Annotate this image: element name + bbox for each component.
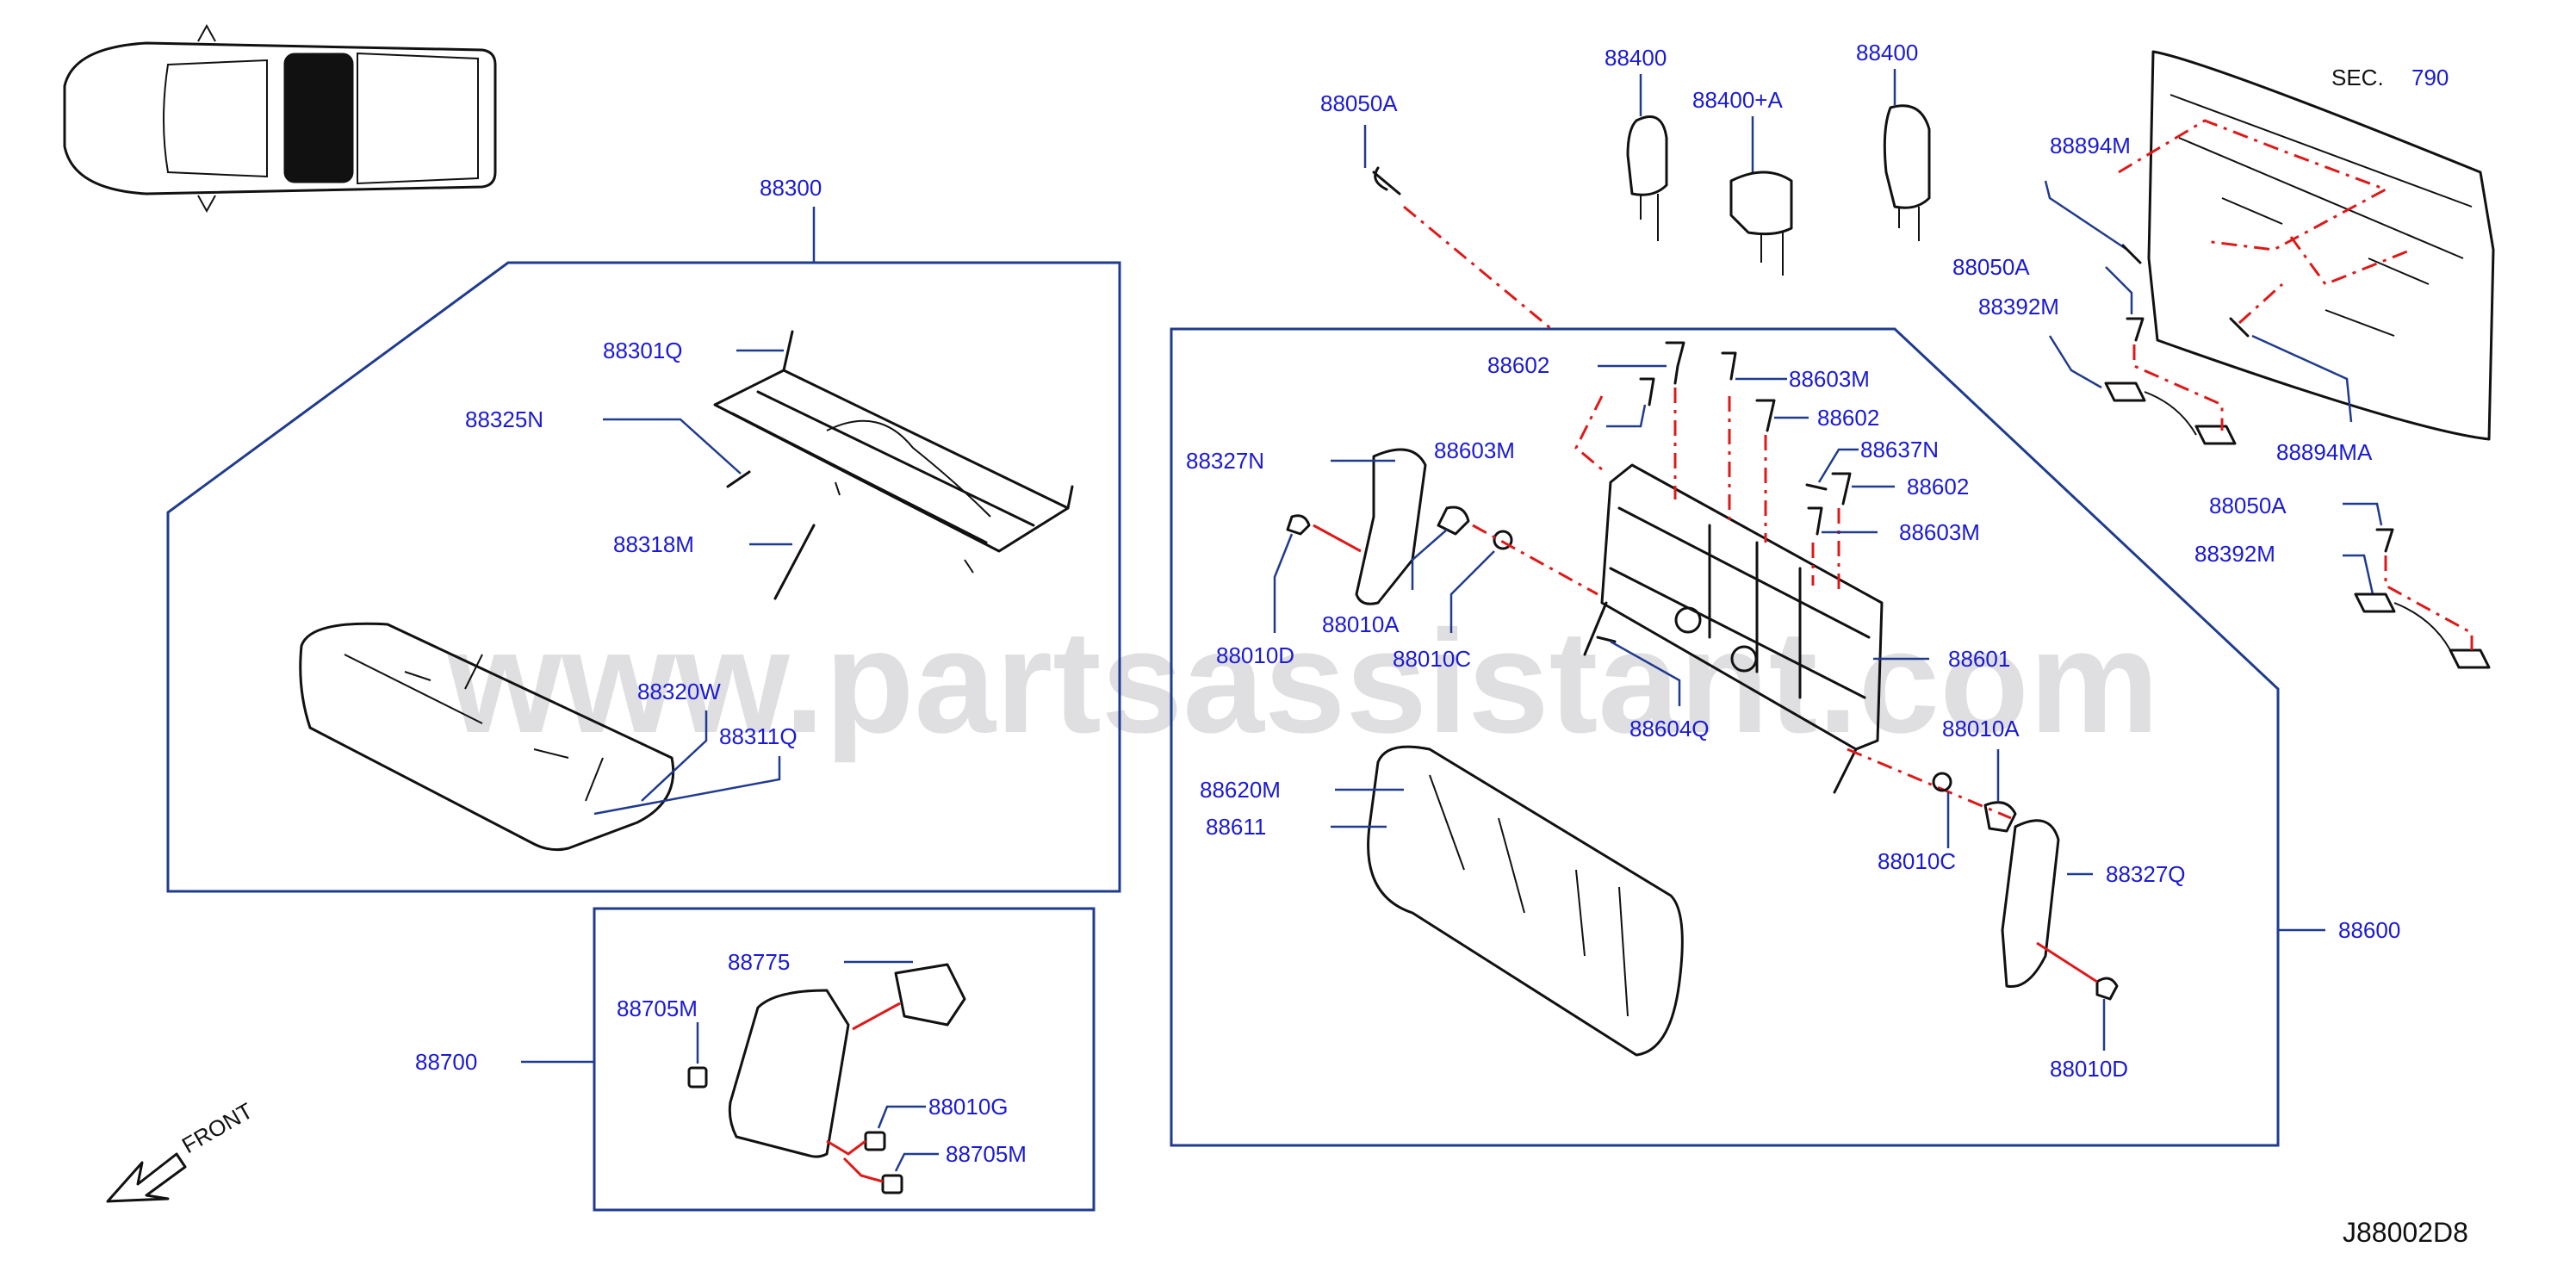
label-88300: 88300 [760, 175, 822, 201]
label-88620M: 88620M [1200, 777, 1281, 803]
side-cover-88327Q-part [2001, 819, 2060, 989]
label-88400-b: 88400 [1856, 40, 1918, 65]
label-88327Q: 88327Q [2106, 861, 2186, 887]
label-88050A-b: 88050A [1952, 254, 2030, 280]
anchor-88392M-b-part [2354, 592, 2491, 669]
label-88602-c: 88602 [1907, 474, 1969, 499]
label-88611: 88611 [1206, 814, 1266, 840]
clip-88602-b-part [1755, 399, 1776, 432]
rear-panel-area: SEC. 790 88894M 88050A 88392M 88894MA 88… [1952, 50, 2495, 669]
side-cover-88327N-part [1355, 448, 1427, 605]
bolt-88894MA-part [2229, 317, 2250, 338]
armrest-part [728, 989, 850, 1158]
anchor-88392M-a-part [2104, 382, 2237, 445]
cap-88705M-a-part [687, 1066, 708, 1089]
label-88775: 88775 [728, 949, 790, 975]
label-88050A-a: 88050A [1320, 90, 1398, 116]
label-88010D-b: 88010D [2050, 1056, 2128, 1082]
label-88010C-b: 88010C [1878, 848, 1956, 874]
front-label: FRONT [177, 1097, 258, 1158]
group-88300: 88300 88301Q 88325N 88318M 88320W 88311Q [166, 175, 1121, 893]
label-88010G: 88010G [928, 1094, 1009, 1120]
label-88637N: 88637N [1860, 437, 1939, 462]
diagram-code: J88002D8 [2343, 1217, 2468, 1248]
bolt-88050A-b-part [2126, 317, 2145, 342]
headrest-88400-a-part [1626, 115, 1668, 196]
label-88400A: 88400+A [1692, 87, 1783, 113]
bolt-88050A-a-part [1372, 166, 1401, 195]
label-88392M-b: 88392M [2194, 541, 2275, 567]
label-88010D-a: 88010D [1216, 642, 1294, 668]
bushing-88010G-part [864, 1131, 886, 1151]
bolt-88894M-part [2121, 244, 2142, 264]
group-88700-box [593, 907, 1096, 1212]
group-88700: 88700 88775 88705M 88010G 88705M [415, 907, 1096, 1212]
label-88311Q: 88311Q [719, 723, 798, 749]
knob-88010A-a-part [1437, 506, 1470, 536]
headrest-88400A-part [1729, 171, 1793, 236]
rod-88318M-part [773, 524, 816, 600]
group-88600: 88600 88601 88602 88603M 88602 88637N [1170, 327, 2400, 1147]
label-88700: 88700 [415, 1049, 477, 1075]
seat-back-frame-88601-part [1583, 463, 1884, 794]
sec-number: 790 [2412, 65, 2449, 90]
group-88600-box [1170, 327, 2280, 1147]
label-88050A-c: 88050A [2209, 493, 2287, 518]
sec-label: SEC. [2331, 65, 2384, 90]
cap-88705M-b-part [881, 1174, 903, 1194]
clip-88325N-part [726, 470, 751, 488]
knob-88010A-b-part [1983, 801, 2017, 833]
clip-88637N-part [1805, 483, 1828, 491]
label-88010C-a: 88010C [1393, 646, 1471, 672]
armrest-bracket-88775-part [894, 963, 966, 1027]
group-88300-box [166, 261, 1121, 893]
label-88400-a: 88400 [1605, 45, 1667, 71]
seat-back-pad-part [1367, 745, 1684, 1057]
label-88894MA: 88894MA [2276, 439, 2373, 465]
label-88392M-a: 88392M [1978, 294, 2059, 320]
headrest-88400-b-part [1883, 104, 1931, 209]
washer-88010C-b-part [1932, 772, 1952, 792]
headrest-area: 88050A 88400 88400+A 88400 [1320, 40, 1931, 333]
label-88602-b: 88602 [1817, 405, 1879, 431]
label-88010A-a: 88010A [1322, 611, 1400, 637]
label-88603M-a: 88603M [1789, 366, 1870, 392]
front-arrow-icon [106, 1152, 187, 1203]
pin-88603M-c-part [1639, 377, 1655, 406]
label-88600: 88600 [2338, 917, 2400, 943]
label-88010A-b: 88010A [1942, 716, 2020, 741]
label-88325N: 88325N [465, 406, 543, 432]
label-88894M: 88894M [2050, 133, 2131, 158]
rear-panel-part [2147, 50, 2495, 441]
bolt-88010D-a-part [1286, 514, 1311, 536]
pin-88603M-a-part [1721, 351, 1737, 381]
watermark-text: www.partsassistant.com [447, 600, 2159, 764]
bolt-88010D-b-part [2095, 977, 2119, 1001]
label-88320W: 88320W [637, 679, 721, 704]
label-88602-a: 88602 [1487, 352, 1549, 378]
clip-88602-a-part [1665, 341, 1685, 385]
cushion-frame-part [713, 330, 1074, 574]
label-88705M-b: 88705M [946, 1141, 1027, 1167]
label-88301Q: 88301Q [603, 338, 683, 363]
label-88705M-a: 88705M [617, 996, 698, 1021]
seat-cushion-pad-part [299, 622, 675, 852]
bolt-88050A-c-part [2375, 528, 2394, 553]
washer-88010C-a-part [1493, 530, 1513, 550]
label-88603M-b: 88603M [1899, 519, 1980, 545]
label-88604Q: 88604Q [1629, 716, 1710, 741]
pin-88603M-b-part [1807, 506, 1823, 536]
label-88318M: 88318M [613, 531, 694, 557]
clip-88602-c-part [1831, 472, 1852, 506]
pickup-truck-top-view-icon [63, 23, 497, 214]
label-88601: 88601 [1948, 646, 2010, 672]
label-88327N: 88327N [1186, 448, 1264, 474]
label-88603M-c: 88603M [1434, 437, 1515, 463]
clip-88604Q-part [1596, 636, 1617, 643]
